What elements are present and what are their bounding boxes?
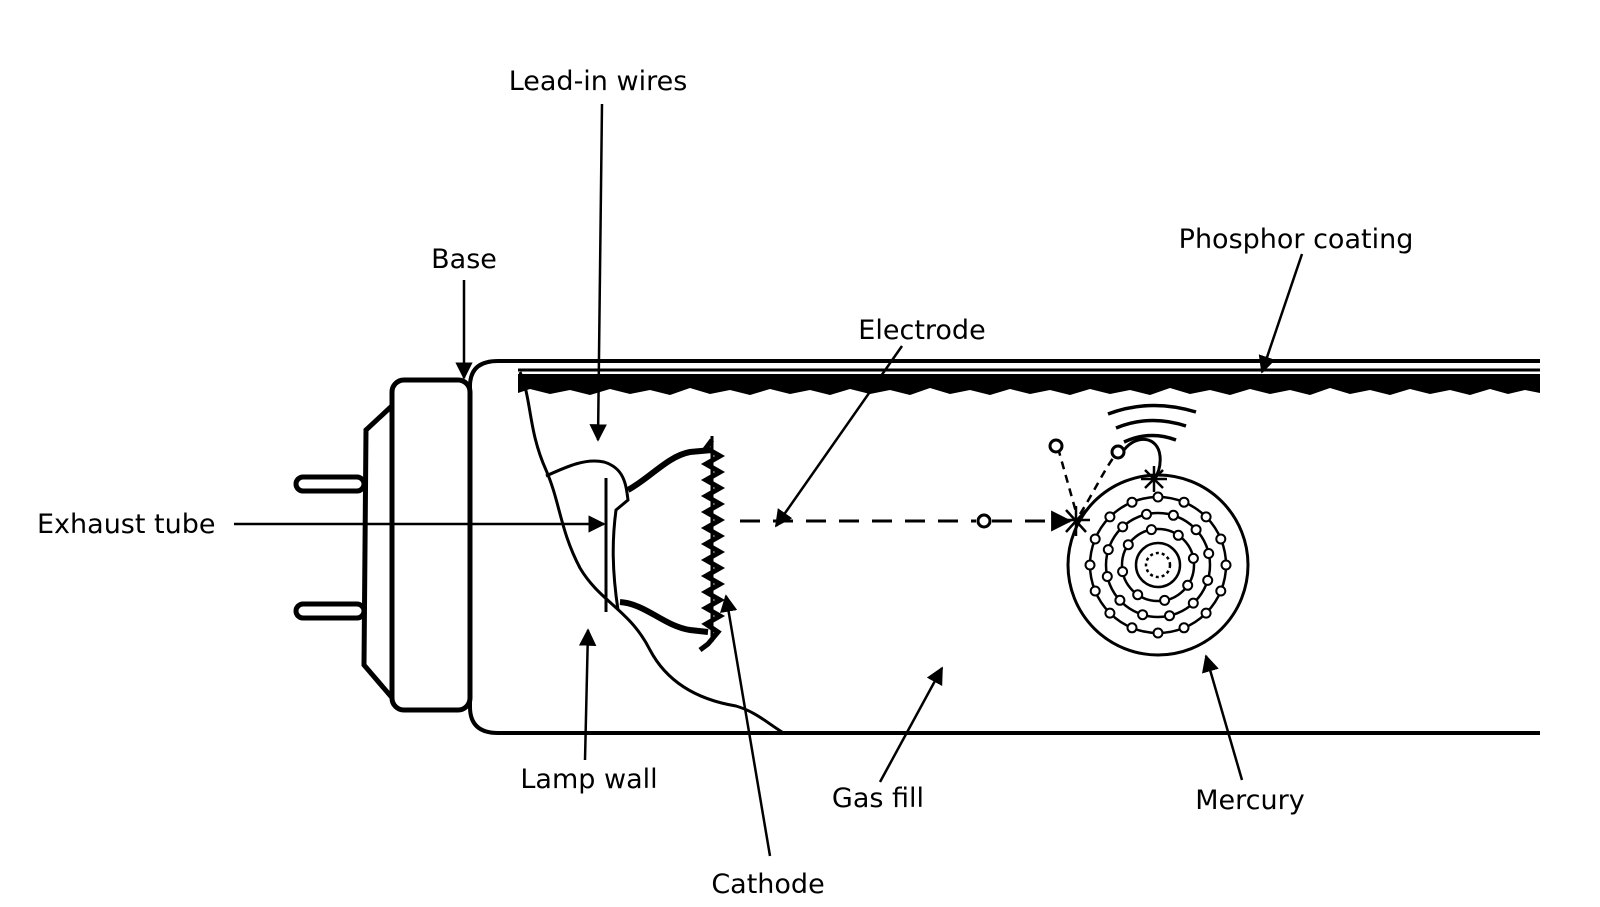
arrow-mercury — [1201, 654, 1244, 781]
labels: Lead-in wires Base Phosphor coating Elec… — [37, 66, 1413, 900]
orbital-electron — [1101, 571, 1113, 582]
orbital-electron — [1145, 524, 1157, 536]
orbital-electron — [1202, 574, 1214, 586]
electron-shell-ring — [1134, 541, 1182, 589]
electron-dot — [976, 513, 992, 529]
orbital-electron — [1215, 533, 1227, 545]
pin-top — [293, 474, 367, 494]
orbital-electron — [1137, 609, 1149, 621]
excited-electron-path — [1078, 453, 1118, 515]
label-lead-in-wires: Lead-in wires — [509, 66, 688, 97]
orbital-electron — [1104, 607, 1116, 619]
orbital-electron — [1190, 524, 1202, 536]
electron-path — [740, 438, 1162, 532]
orbital-electron — [1126, 496, 1138, 508]
uv-wave-1 — [1107, 403, 1197, 416]
orbital-electron — [1089, 533, 1101, 545]
orbital-electron — [1167, 509, 1179, 521]
orbital-electron — [1126, 622, 1138, 634]
orbital-electron — [1117, 521, 1129, 533]
orbital-electron — [1200, 607, 1212, 619]
orbital-electron — [1132, 589, 1144, 601]
orbital-electron — [1122, 539, 1134, 551]
orbital-electron — [1215, 585, 1227, 597]
mercury-atom-outline — [1066, 473, 1250, 657]
label-mercury: Mercury — [1195, 785, 1304, 816]
arrow-electrode — [774, 345, 904, 528]
lead-in-wire-top — [626, 447, 713, 493]
orbital-electron — [1152, 627, 1164, 639]
label-gas-fill: Gas fill — [832, 783, 924, 814]
scattered-electron-path — [1056, 447, 1078, 513]
orbital-electron — [1089, 585, 1101, 597]
label-lamp-wall: Lamp wall — [520, 764, 657, 795]
atom-nucleus — [1144, 551, 1172, 579]
orbital-electron — [1104, 511, 1116, 523]
orbital-electron — [1172, 529, 1184, 541]
label-electrode: Electrode — [858, 315, 985, 346]
electron-shell-ring — [1120, 527, 1196, 603]
uv-wave-3 — [1123, 433, 1177, 444]
electron-shell-ring — [1104, 511, 1212, 619]
electron-shells — [1084, 491, 1232, 639]
arrow-gas-fill — [878, 666, 944, 783]
orbital-electron — [1117, 566, 1129, 578]
lamp-wall-outline — [468, 359, 1540, 735]
orbital-electron — [1159, 594, 1171, 606]
label-phosphor-coating: Phosphor coating — [1179, 224, 1414, 255]
stem-shape — [545, 459, 630, 611]
cutaway-edge — [518, 371, 783, 734]
orbital-electron — [1203, 548, 1215, 559]
lamp-body — [293, 359, 1540, 735]
orbital-electron — [1102, 544, 1114, 556]
orbital-electron — [1220, 559, 1232, 571]
label-base: Base — [431, 244, 497, 275]
arrow-phosphor-coating — [1258, 253, 1304, 374]
arrow-cathode — [720, 594, 772, 857]
label-cathode: Cathode — [711, 869, 824, 900]
orbital-electron — [1187, 597, 1199, 609]
mercury-atom — [1066, 473, 1250, 657]
arrow-lead-in-wires — [589, 103, 607, 442]
uv-wave-2 — [1115, 418, 1187, 430]
orbital-electron — [1178, 496, 1190, 508]
orbital-electron — [1084, 559, 1096, 571]
orbital-electron — [1114, 594, 1126, 606]
orbital-electron — [1141, 508, 1152, 520]
phosphor-coating-band — [518, 374, 1540, 395]
pin-bottom — [293, 601, 367, 621]
orbital-electron — [1187, 552, 1199, 564]
orbital-electron — [1182, 579, 1194, 591]
base-cap — [389, 377, 473, 713]
callout-arrows — [234, 103, 1304, 857]
arrow-lamp-wall — [578, 628, 597, 761]
orbital-electron — [1200, 511, 1212, 523]
orbital-electron — [1178, 622, 1190, 634]
label-exhaust-tube: Exhaust tube — [37, 509, 216, 540]
orbital-electron — [1164, 610, 1175, 622]
uv-emission — [1107, 403, 1197, 444]
lead-in-wire-bottom — [619, 599, 709, 635]
orbital-electron — [1152, 491, 1164, 503]
base-cap-outer — [361, 402, 396, 702]
excited-electron-dot — [1110, 444, 1126, 460]
scattered-electron-dot — [1048, 438, 1064, 454]
cathode-coil — [698, 438, 726, 652]
